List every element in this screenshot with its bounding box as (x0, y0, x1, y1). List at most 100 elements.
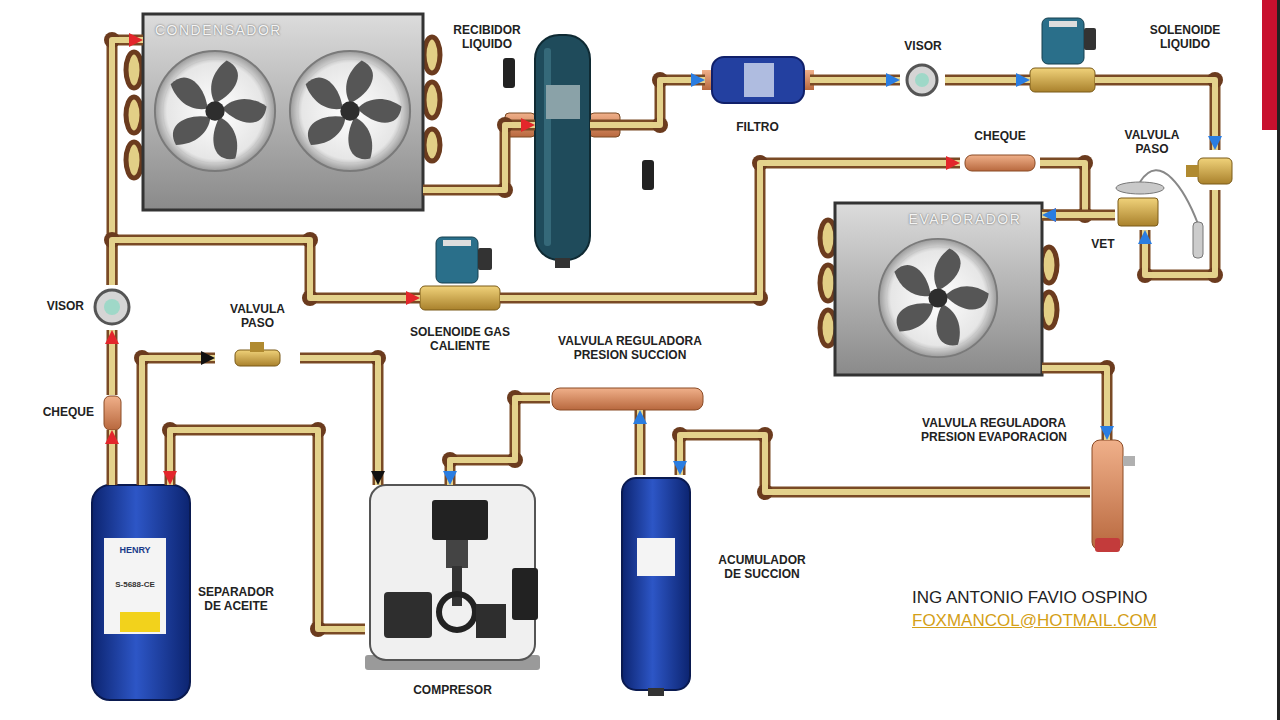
service-valve-drawing-part (1198, 158, 1232, 184)
pipe-line (1042, 212, 1115, 218)
filter-drawing (702, 57, 814, 103)
component-label: FILTRO (715, 120, 800, 134)
pipe-connector (112, 330, 113, 395)
evaporator-drawing-part (879, 239, 997, 357)
pipe-outline (635, 410, 646, 475)
component-label: CHEQUE (965, 129, 1035, 143)
receiver-drawing (503, 35, 654, 268)
pipe-connector (590, 72, 705, 133)
solenoid-drawing-part (1030, 68, 1095, 92)
component-label: SEPARADOR DE ACEITE (190, 585, 282, 614)
pipe-connector (1042, 215, 1115, 216)
sight-glass: VISOR (90, 285, 135, 330)
compressor-drawing-part (512, 568, 538, 620)
expansion-valve-drawing-part (1193, 222, 1203, 258)
compressor-drawing (365, 485, 540, 670)
pipe-connector (300, 350, 386, 485)
sight-glass-drawing-part (915, 73, 929, 87)
liquid-receiver: RECIBIDOR LIQUIDO (535, 35, 590, 260)
receiver-drawing-part (535, 35, 590, 260)
pipe-connector (810, 80, 900, 81)
oil-separator: SEPARADOR DE ACEITE (90, 485, 190, 700)
regulator-drawing-part (1092, 440, 1123, 550)
solenoid-drawing-part (436, 237, 478, 283)
brand-label: HENRY (106, 545, 164, 556)
compressor-drawing-part (432, 500, 488, 540)
compressor-drawing-part (476, 604, 506, 638)
regulator-drawing-part (1123, 456, 1135, 466)
solenoid-drawing-part (1084, 28, 1096, 50)
component-label: VISOR (32, 299, 84, 313)
condenser-drawing-part (143, 14, 423, 210)
solenoid-drawing-part (478, 248, 492, 270)
pipe-outline (1145, 190, 1215, 275)
pipe-line (109, 330, 115, 395)
component-label: VALVULA REGULADORA PRESION SUCCION (558, 334, 702, 363)
compressor-drawing-part (446, 540, 468, 568)
component-label: VALVULA PASO (1117, 128, 1187, 157)
pipe-connector (423, 117, 535, 198)
pipe-connector (134, 350, 215, 485)
evaporator-pressure-regulator: VALVULA REGULADORA PRESION EVAPORACION (1090, 440, 1125, 550)
pipe-connector (112, 430, 113, 485)
condenser-drawing-part-part (424, 37, 440, 73)
pipe-outline (112, 240, 420, 298)
receiver-drawing-part (503, 58, 515, 88)
check-valve-drawing (104, 155, 1035, 430)
suction-pressure-regulator: VALVULA REGULADORA PRESION SUCCION (550, 388, 705, 410)
pipe-outline (107, 330, 118, 395)
condenser-drawing-part-part (424, 82, 440, 118)
pipe-line (450, 398, 550, 485)
condenser-drawing-part-part (424, 129, 440, 161)
sight-glass-drawing-part (95, 290, 129, 324)
pipe-connector (104, 232, 420, 306)
pipe-outline (423, 125, 535, 190)
regulator-drawing-part (552, 388, 703, 410)
component-title: CONDENSADOR (155, 22, 355, 39)
compressor-drawing-part (452, 566, 462, 606)
service-valve-drawing-part (1186, 165, 1199, 177)
condenser: CONDENSADOR (143, 14, 423, 210)
service-valve-drawing (235, 158, 1232, 366)
receiver-drawing-part (544, 48, 551, 246)
pipe-line (590, 80, 705, 125)
check-valve: CHEQUE (960, 153, 1040, 173)
sight-glass-drawing-part (104, 299, 120, 315)
pipe-line (109, 430, 115, 485)
expansion-valve-drawing-part (1116, 182, 1164, 194)
pipe-outline (945, 75, 1030, 86)
condenser-drawing-part-part (126, 52, 142, 88)
component-label: VISOR (888, 39, 958, 53)
service-valve-drawing-part (235, 350, 280, 366)
liquid-solenoid-valve: SOLENOIDE LIQUIDO (1030, 15, 1095, 90)
oil-separator-drawing-part (120, 612, 160, 632)
pipe-connector (640, 410, 641, 475)
component-label: VALVULA REGULADORA PRESION EVAPORACION (910, 416, 1078, 445)
accumulator-drawing (622, 478, 690, 696)
oil-separator-drawing-part (92, 485, 190, 700)
service-valve-drawing-part (250, 342, 264, 352)
hot-gas-solenoid-valve: SOLENOIDE GAS CALIENTE (420, 235, 500, 310)
pipe-line (1145, 190, 1215, 275)
condenser-drawing-part (290, 51, 410, 171)
component-label: SOLENOIDE LIQUIDO (1140, 23, 1230, 52)
sight-glass: VISOR (900, 65, 945, 95)
service-valve: VALVULA PASO (1197, 150, 1233, 190)
frame-bar (1262, 0, 1280, 720)
pipe-outline (1042, 210, 1115, 221)
check-valve-drawing-part (965, 155, 1035, 171)
pipe-line (423, 125, 535, 190)
condenser-drawing-part (155, 51, 275, 171)
filter-drawing-part (744, 63, 774, 97)
pipe-line (142, 358, 215, 485)
compressor-drawing-part (439, 594, 475, 630)
check-valve-drawing-part (104, 396, 121, 430)
oil-separator-drawing-part (104, 538, 166, 634)
pipe-line (170, 430, 365, 629)
pipe-outline (170, 430, 365, 629)
pipe-outline (500, 163, 960, 298)
sight-glass-drawing-part (907, 65, 937, 95)
accumulator-drawing-part (622, 478, 690, 690)
pipe-outline (450, 398, 550, 485)
solenoid-drawing-part (420, 286, 500, 310)
